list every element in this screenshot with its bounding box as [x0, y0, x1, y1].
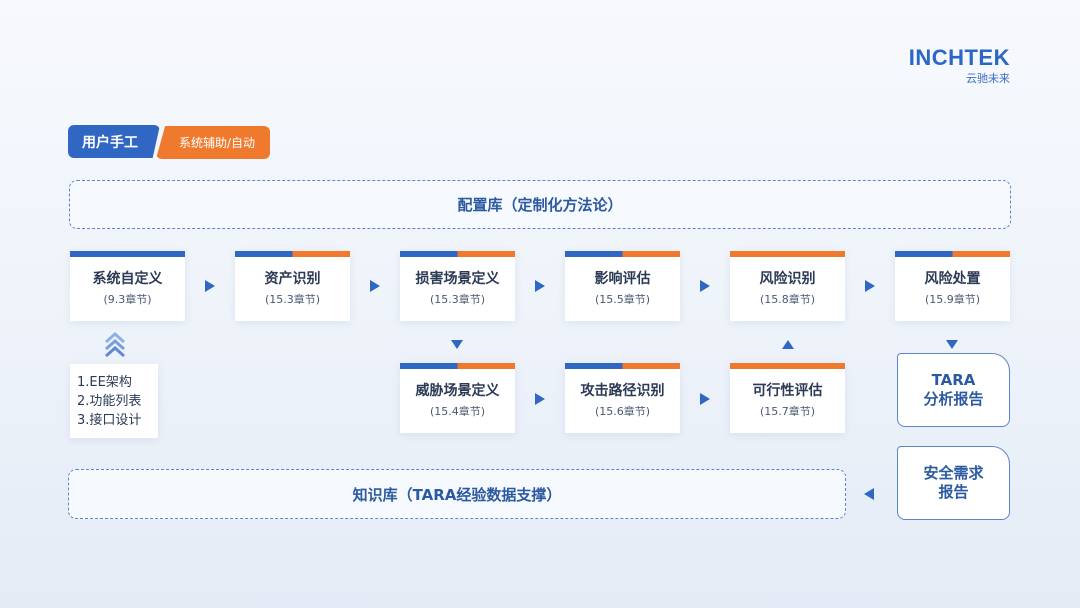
doc-line: TARA: [931, 371, 976, 389]
list-item: 3.接口设计: [77, 413, 142, 428]
step-section: (15.8章节): [759, 293, 816, 306]
step-asset-identification: 资产识别 (15.3章节): [235, 251, 350, 321]
arrow-right-icon: [865, 280, 875, 292]
logo-text: INCHTEK: [908, 45, 1010, 70]
step-impact-assessment: 影响评估 (15.5章节): [565, 251, 680, 321]
step-section: (15.3章节): [264, 293, 321, 306]
step-system-definition: 系统自定义 (9.3章节): [70, 251, 185, 321]
step-section: (15.4章节): [429, 405, 486, 418]
step-section: (15.6章节): [594, 405, 651, 418]
step-title: 风险识别: [759, 271, 816, 287]
arrow-left-icon: [864, 488, 874, 500]
doc-line: 安全需求: [923, 464, 984, 482]
tara-report-doc: TARA 分析报告: [897, 353, 1010, 427]
step-title: 损害场景定义: [415, 271, 500, 287]
step-risk-treatment: 风险处置 (15.9章节): [895, 251, 1010, 321]
knowledge-library-label: 知识库（TARA经验数据支撑）: [352, 485, 562, 504]
logo: INCHTEK 云驰未来: [886, 46, 1010, 86]
legend-manual-tag: 用户手工: [68, 125, 160, 158]
step-section: (15.9章节): [924, 293, 981, 306]
arrow-right-icon: [535, 280, 545, 292]
arrow-down-icon: [946, 340, 958, 349]
step-threat-scenario: 威胁场景定义 (15.4章节): [400, 363, 515, 433]
chevron-up-icon: [105, 331, 125, 358]
step-title: 威胁场景定义: [415, 383, 500, 399]
step-risk-identification: 风险识别 (15.8章节): [730, 251, 845, 321]
step-section: (15.3章节): [429, 293, 486, 306]
arrow-down-icon: [451, 340, 463, 349]
list-item: 1.EE架构: [77, 375, 132, 390]
step-title: 资产识别: [264, 271, 321, 287]
step-title: 风险处置: [924, 271, 981, 287]
security-requirements-doc: 安全需求 报告: [897, 446, 1010, 520]
step-section: (15.5章节): [594, 293, 651, 306]
arrow-right-icon: [535, 393, 545, 405]
list-item: 2.功能列表: [77, 394, 142, 409]
arrow-right-icon: [700, 280, 710, 292]
step-section: (15.7章节): [759, 405, 816, 418]
doc-line: 分析报告: [923, 390, 984, 408]
step-section: (9.3章节): [103, 293, 152, 306]
config-library-banner: 配置库（定制化方法论）: [69, 180, 1011, 229]
arrow-right-icon: [205, 280, 215, 292]
config-library-label: 配置库（定制化方法论）: [457, 196, 623, 214]
step-title: 可行性评估: [752, 383, 823, 399]
arrow-right-icon: [700, 393, 710, 405]
arrow-right-icon: [370, 280, 380, 292]
step-title: 影响评估: [594, 271, 651, 287]
legend-auto-tag: 系统辅助/自动: [156, 126, 270, 159]
arrow-up-icon: [782, 340, 794, 349]
logo-subtitle: 云驰未来: [966, 72, 1010, 85]
knowledge-library-banner: 知识库（TARA经验数据支撑）: [68, 469, 846, 519]
step-title: 系统自定义: [92, 271, 163, 287]
step-title: 攻击路径识别: [580, 383, 665, 399]
system-input-list: 1.EE架构 2.功能列表 3.接口设计: [70, 364, 158, 438]
step-attack-path: 攻击路径识别 (15.6章节): [565, 363, 680, 433]
doc-line: 报告: [938, 483, 969, 501]
step-damage-scenario: 损害场景定义 (15.3章节): [400, 251, 515, 321]
step-feasibility-assessment: 可行性评估 (15.7章节): [730, 363, 845, 433]
